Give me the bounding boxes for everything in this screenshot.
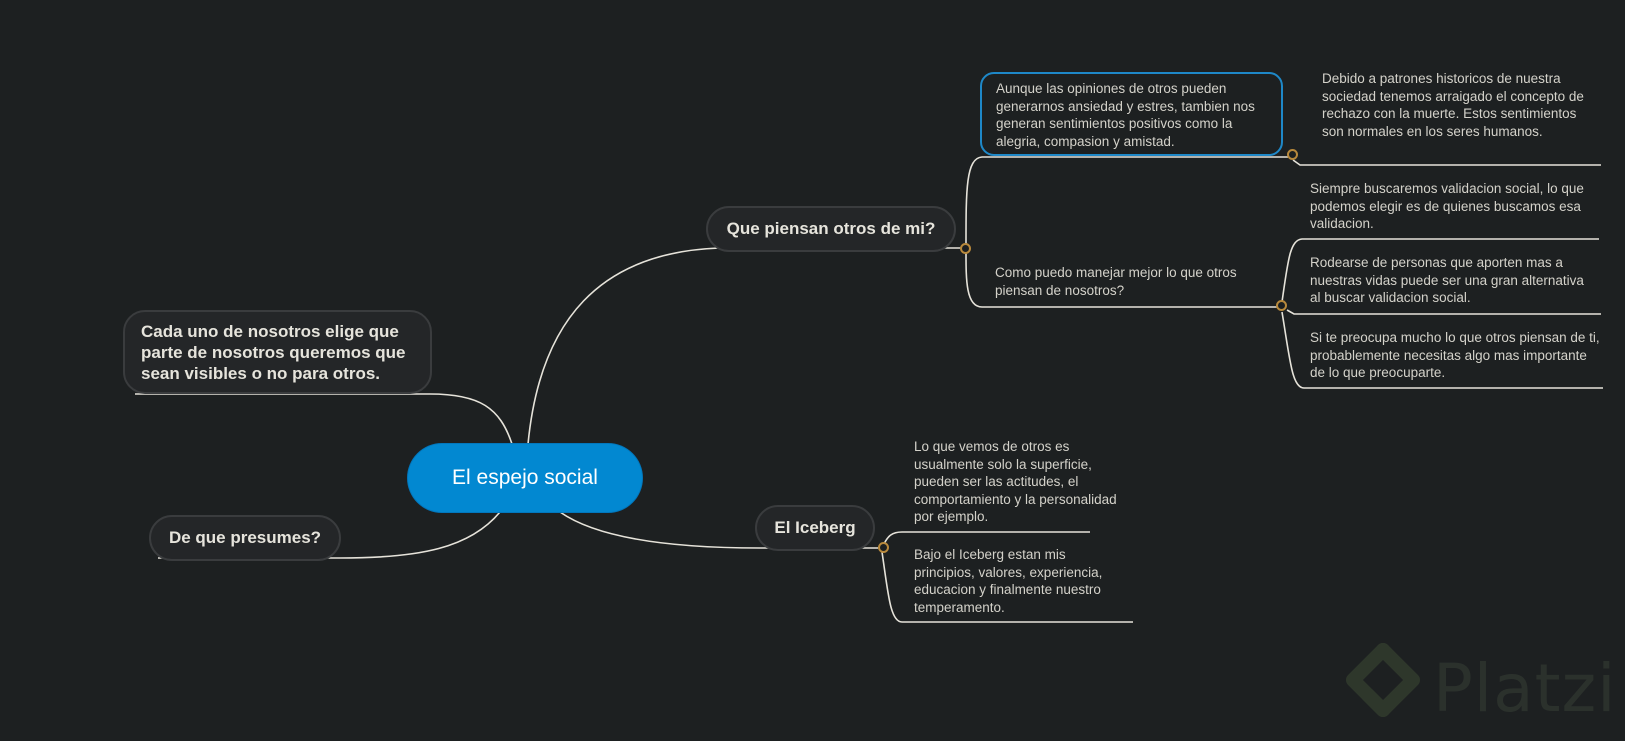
topic-cada-uno[interactable]: Cada uno de nosotros elige que parte de … (123, 310, 432, 394)
detail-rodearse[interactable]: Rodearse de personas que aporten mas a n… (1310, 254, 1592, 307)
connector-como-rodearse (1286, 309, 1601, 315)
subtopic-como-puedo[interactable]: Como puedo manejar mejor lo que otros pi… (995, 264, 1275, 299)
detail-siempre[interactable]: Siempre buscaremos validacion social, lo… (1310, 180, 1592, 233)
subtopic-aunque-label: Aunque las opiniones de otros pueden gen… (996, 81, 1255, 149)
topic-presumes[interactable]: De que presumes? (149, 515, 341, 561)
subtopic-aunque-selected[interactable]: Aunque las opiniones de otros pueden gen… (980, 72, 1283, 156)
subtopic-bajo-iceberg-label: Bajo el Iceberg estan mis principios, va… (914, 547, 1103, 615)
central-topic[interactable]: El espejo social (408, 444, 642, 512)
platzi-logo-icon (1346, 643, 1420, 717)
detail-si-te-label: Si te preocupa mucho lo que otros piensa… (1310, 330, 1600, 380)
topic-iceberg[interactable]: El Iceberg (755, 505, 875, 551)
subtopic-lo-que-vemos-label: Lo que vemos de otros es usualmente solo… (914, 439, 1117, 524)
collapse-knob-que-piensan[interactable] (960, 243, 971, 254)
subtopic-lo-que-vemos[interactable]: Lo que vemos de otros es usualmente solo… (914, 438, 1120, 526)
detail-debido[interactable]: Debido a patrones historicos de nuestra … (1322, 70, 1590, 140)
collapse-knob-iceberg[interactable] (878, 542, 889, 553)
connector-aunque-debido (1292, 159, 1601, 166)
subtopic-bajo-iceberg[interactable]: Bajo el Iceberg estan mis principios, va… (914, 546, 1126, 616)
detail-si-te[interactable]: Si te preocupa mucho lo que otros piensa… (1310, 329, 1600, 382)
connector-que-aunque (965, 156, 1288, 245)
connector-central-cada-uno (135, 393, 513, 445)
connector-central-presumes (158, 511, 501, 559)
connector-que-como (965, 251, 1281, 308)
connector-como-siempre (1281, 238, 1599, 303)
platzi-watermark: Platzi (1338, 640, 1625, 736)
connector-central-iceberg (559, 511, 878, 549)
connector-ice-bajo (881, 551, 1133, 623)
topic-que-piensan-label: Que piensan otros de mi? (726, 219, 936, 238)
connector-central-que-piensan (527, 247, 721, 445)
connector-como-si-te (1281, 311, 1603, 389)
collapse-knob-aunque[interactable] (1287, 149, 1298, 160)
topic-presumes-label: De que presumes? (168, 528, 322, 547)
topic-iceberg-label: El Iceberg (774, 518, 856, 537)
topic-que-piensan[interactable]: Que piensan otros de mi? (706, 206, 956, 252)
detail-rodearse-label: Rodearse de personas que aporten mas a n… (1310, 255, 1584, 305)
connector-ice-lo-que (883, 531, 1090, 545)
central-topic-label: El espejo social (452, 466, 598, 489)
platzi-watermark-text: Platzi (1433, 650, 1617, 727)
topic-cada-uno-label: Cada uno de nosotros elige que parte de … (141, 321, 406, 383)
detail-debido-label: Debido a patrones historicos de nuestra … (1322, 71, 1584, 139)
detail-siempre-label: Siempre buscaremos validacion social, lo… (1310, 181, 1584, 231)
collapse-knob-como-puedo[interactable] (1276, 300, 1287, 311)
subtopic-como-puedo-label: Como puedo manejar mejor lo que otros pi… (995, 265, 1237, 298)
